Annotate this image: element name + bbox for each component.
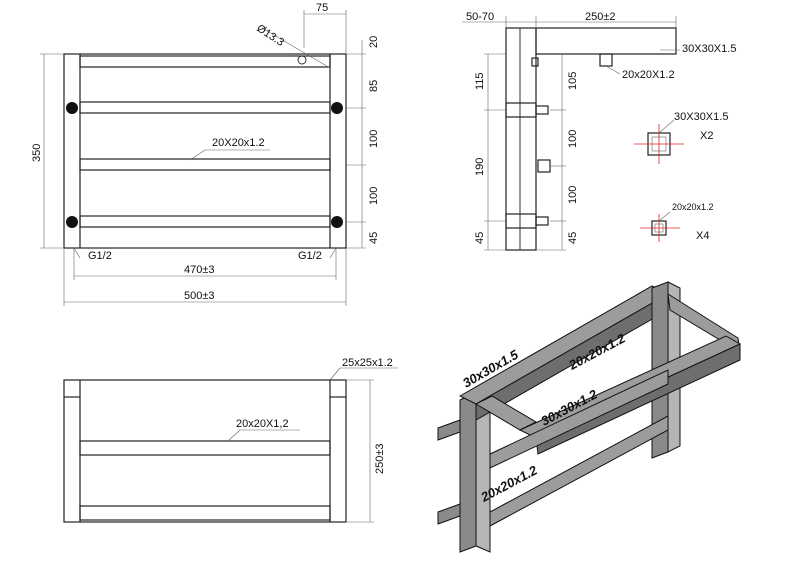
section-big-qty: X2 bbox=[700, 130, 713, 142]
side-valve-upper bbox=[505, 102, 537, 118]
side-dim-45: 45 bbox=[474, 232, 486, 244]
front-dim-100b: 100 bbox=[368, 187, 380, 205]
front-dim-20: 20 bbox=[368, 36, 380, 48]
section-small-qty: X4 bbox=[696, 230, 709, 242]
front-bar-spec: 20X20x1.2 bbox=[212, 137, 265, 149]
front-dim-100a: 100 bbox=[368, 130, 380, 148]
top-frame-outline bbox=[63, 379, 347, 523]
side-top-arm bbox=[535, 27, 677, 55]
side-view: 50-70 250±2 30X30X1.5 20x20X1.2 115 190 … bbox=[462, 11, 736, 251]
front-outer-width: 500±3 bbox=[184, 290, 215, 302]
front-dim-85: 85 bbox=[368, 80, 380, 92]
top-bar-mid bbox=[79, 440, 331, 456]
top-bar-front bbox=[79, 505, 331, 521]
side-post bbox=[505, 27, 537, 251]
front-dia-label: Ø13.3 bbox=[254, 22, 286, 48]
side-dim-100a: 100 bbox=[567, 130, 579, 148]
side-bar-mid bbox=[537, 159, 551, 173]
side-bar-spec: 20x20X1.2 bbox=[622, 69, 675, 81]
front-offset-label: 75 bbox=[316, 2, 328, 14]
hole-circle bbox=[297, 55, 307, 65]
side-dim-105: 105 bbox=[567, 72, 579, 90]
section-20x20: 20x20x1.2 X4 bbox=[640, 202, 714, 242]
front-height-label: 350 bbox=[31, 144, 43, 162]
side-dim-115: 115 bbox=[474, 72, 486, 90]
iso-view: 30x30x1.5 20x20x1.2 30x30x1.2 20x20x1.2 bbox=[437, 281, 742, 553]
side-dim-45r: 45 bbox=[567, 232, 579, 244]
front-thread-right: G1/2 bbox=[298, 250, 322, 262]
top-depth: 250±3 bbox=[374, 443, 386, 474]
side-frame-spec: 30X30X1.5 bbox=[682, 43, 736, 55]
top-frame-spec: 25x25x1.2 bbox=[342, 357, 393, 369]
front-bar-top bbox=[79, 55, 331, 68]
side-left-offset: 50-70 bbox=[466, 11, 494, 23]
top-view: 20x20X1,2 25x25x1.2 250±3 bbox=[63, 357, 398, 523]
side-depth: 250±2 bbox=[585, 11, 616, 23]
front-dim-45: 45 bbox=[368, 232, 380, 244]
valve-dot-icon bbox=[66, 216, 78, 228]
front-thread-left: G1/2 bbox=[88, 250, 112, 262]
side-dim-100b: 100 bbox=[567, 186, 579, 204]
valve-dot-icon bbox=[66, 102, 78, 114]
front-inner-width: 470±3 bbox=[184, 264, 215, 276]
front-frame-outline bbox=[63, 53, 347, 249]
front-view: Ø13.3 75 20 85 100 100 45 350 20X20x1.2 … bbox=[31, 2, 380, 306]
section-small-spec: 20x20x1.2 bbox=[672, 202, 714, 212]
front-bar-2 bbox=[79, 101, 331, 114]
front-bar-4 bbox=[79, 215, 331, 228]
valve-dot-icon bbox=[331, 102, 343, 114]
side-valve-lower bbox=[505, 213, 537, 229]
section-30x30: 30X30X1.5 X2 bbox=[634, 111, 728, 164]
valve-dot-icon bbox=[331, 216, 343, 228]
front-bar-3 bbox=[79, 158, 331, 171]
top-bar-spec: 20x20X1,2 bbox=[236, 418, 289, 430]
side-dim-190: 190 bbox=[474, 158, 486, 176]
section-big-spec: 30X30X1.5 bbox=[674, 111, 728, 123]
side-bar-end bbox=[599, 53, 613, 67]
